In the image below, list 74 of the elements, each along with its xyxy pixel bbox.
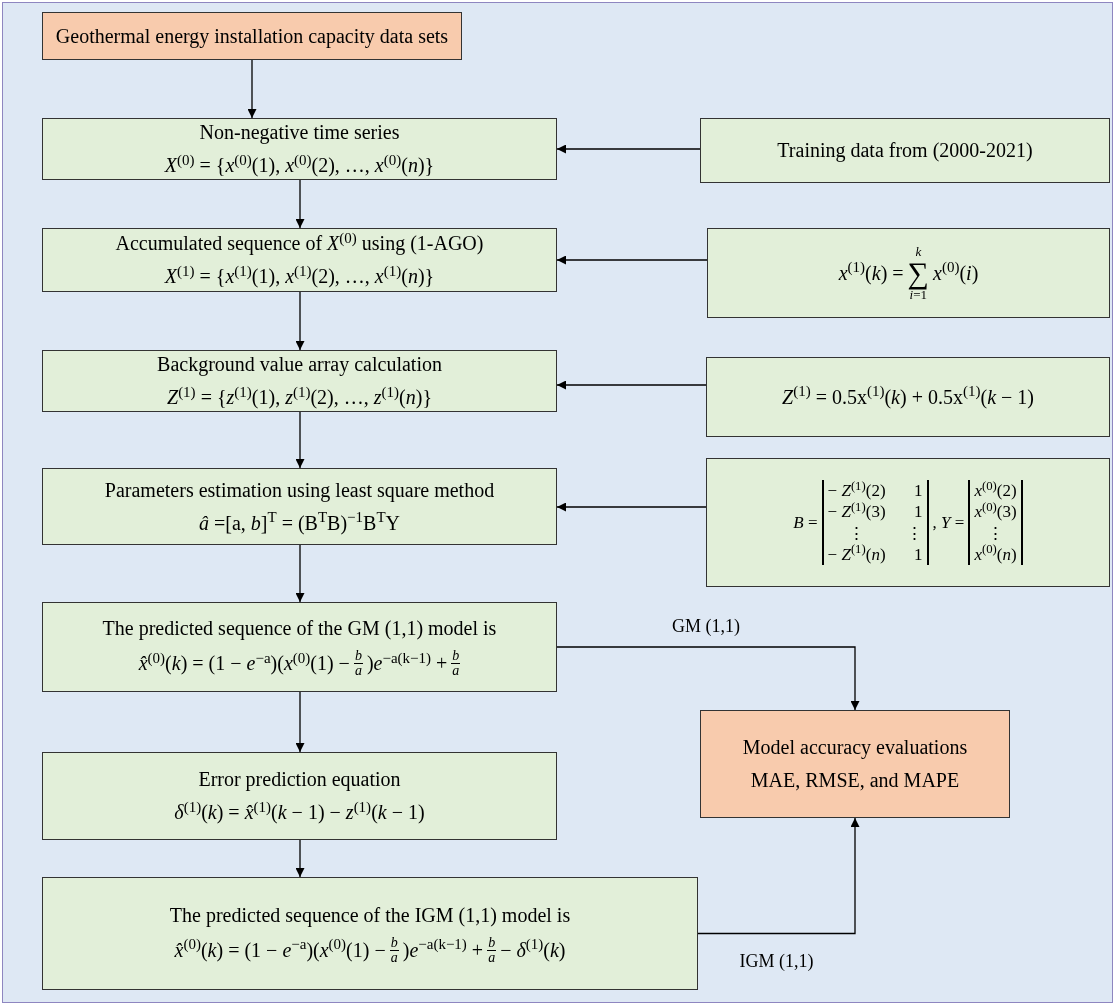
formula-text: x$^{(1)}$(k) = [838, 260, 904, 286]
arrow [556, 502, 707, 512]
process-box [42, 118, 557, 180]
arrow [295, 291, 305, 351]
process-box [700, 710, 1010, 818]
arrow [697, 817, 860, 935]
process-box [42, 350, 557, 412]
arrow [295, 411, 305, 469]
box-title: Model accuracy evaluations [742, 735, 968, 760]
process-box [706, 357, 1110, 437]
fraction-numerator: b [389, 935, 399, 951]
box-title: Accumulated sequence of X$^{(0)}$ using (1-AGO) [115, 231, 484, 256]
box-title: Non-negative time series [199, 120, 400, 145]
formula-text: X$^{(1)}$ = {x$^{(1)}$(1), x$^{(1)}$(2), …, x$^{(1)}$(n)} [164, 264, 435, 289]
arrow [556, 646, 860, 711]
box-title: Background value array calculation [157, 352, 442, 377]
arrow [295, 544, 305, 603]
matrix-entry: x$^{(0)}$(3) [974, 501, 1017, 523]
formula-text: B = [793, 511, 818, 534]
formula-text: â =[a, b]$^{T}$ = (B$^{T}$B)$^{−1}$B$^{T}$Y [198, 510, 401, 536]
box-title: The predicted sequence of the GM (1,1) model is [102, 616, 497, 641]
arrow [556, 380, 707, 390]
arrow [295, 691, 305, 753]
formula-text: x̂$^{(0)}$(k) = (1 − e$^{−a}$)(x$^{(0)}$(1) − [174, 937, 386, 963]
matrix-entry: x$^{(0)}$(n) [974, 543, 1017, 565]
fraction-denominator: a [488, 950, 496, 965]
matrix-entry: 1 [913, 501, 923, 523]
formula-text: )e$^{−a(k−1)}$ + [366, 651, 448, 676]
formula-text: Z$^{(1)}$ = {z$^{(1)}$(1), z$^{(1)}$(2), …, z$^{(1)}$(n)} [167, 385, 432, 410]
process-box [42, 12, 462, 60]
fraction-numerator: b [353, 649, 363, 664]
fraction-denominator: a [354, 664, 362, 678]
formula-text: δ$^{(1)}$(k) = x̂$^{(1)}$(k − 1) − z$^{(1)}$(k − 1) [174, 800, 425, 825]
box-title: The predicted sequence of the IGM (1,1) model is [169, 902, 571, 928]
formula-text: MAE, RMSE, and MAPE [750, 768, 960, 793]
process-box [42, 602, 557, 692]
formula-text: X$^{(0)}$ = {x$^{(0)}$(1), x$^{(0)}$(2), …, x$^{(0)}$(n)} [164, 153, 435, 178]
formula-text: x̂$^{(0)}$(k) = (1 − e$^{−a}$)(x$^{(0)}$(1) − [138, 651, 350, 676]
sum-symbol: ∑ [907, 258, 929, 288]
arrow [556, 255, 708, 265]
arrow [295, 179, 305, 229]
matrix-entry: ⋮ [987, 522, 1005, 544]
process-box [706, 458, 1110, 587]
process-box [42, 877, 698, 990]
process-box [42, 228, 557, 292]
matrix-entry: − Z$^{(1)}$(3) [827, 501, 886, 523]
formula-text: − δ$^{(1)}$(k) [500, 937, 566, 963]
formula-text: Z$^{(1)}$ = 0.5x$^{(1)}$(k) + 0.5x$^{(1)}$(k − 1) [782, 384, 1034, 410]
matrix-entry: x$^{(0)}$(2) [974, 480, 1017, 502]
box-title: Parameters estimation using least square method [104, 477, 495, 503]
arrow [556, 144, 701, 154]
box-title: Error prediction equation [198, 767, 401, 792]
matrix-entry: ⋮ [847, 522, 867, 544]
arrow [295, 839, 305, 878]
formula-text: x$^{(0)}$(i) [933, 260, 979, 286]
matrix-entry: 1 [913, 480, 923, 502]
matrix-entry: ⋮ [905, 522, 923, 544]
fraction-numerator: b [487, 935, 497, 951]
process-box [42, 468, 557, 545]
process-box [707, 228, 1110, 318]
formula-text: Training data from (2000-2021) [777, 138, 1033, 163]
matrix-entry: − Z$^{(1)}$(n) [827, 543, 886, 565]
arrow [247, 59, 257, 119]
formula-text: , Y = [932, 511, 965, 534]
fraction-denominator: a [390, 950, 398, 965]
fraction-denominator: a [452, 664, 460, 678]
formula-text: )e$^{−a(k−1)}$ + [402, 937, 484, 963]
fraction-numerator: b [451, 649, 461, 664]
matrix-entry: 1 [913, 543, 923, 565]
process-box [700, 118, 1110, 183]
matrix-entry: − Z$^{(1)}$(2) [827, 480, 886, 502]
formula-text: Geothermal energy installation capacity data sets [55, 23, 449, 49]
sum-limit: k [915, 245, 922, 258]
process-box [42, 752, 557, 840]
